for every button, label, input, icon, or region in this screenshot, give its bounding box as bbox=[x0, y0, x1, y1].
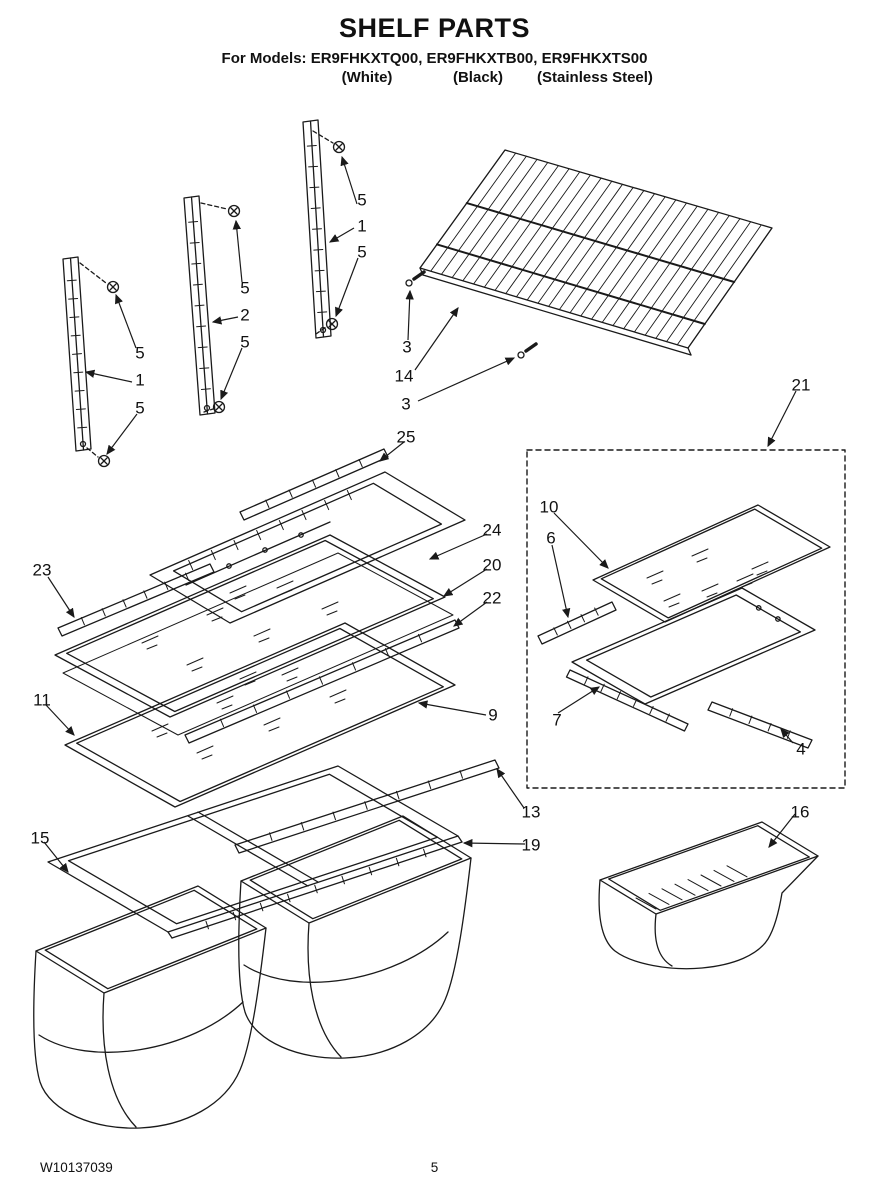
part-callout: 10 bbox=[539, 497, 559, 517]
part-callout: 5 bbox=[135, 343, 145, 363]
inset-box-21 bbox=[526, 449, 846, 789]
part-callout: 24 bbox=[482, 520, 502, 540]
part-callout: 19 bbox=[521, 835, 541, 855]
shelf-frame-inset bbox=[571, 587, 816, 705]
part-callout: 9 bbox=[488, 705, 498, 725]
pan-drawer-16 bbox=[598, 821, 819, 970]
part-callout: 3 bbox=[402, 337, 412, 357]
part-callout: 14 bbox=[394, 366, 414, 386]
callout-arrows bbox=[43, 155, 797, 873]
part-callout: 5 bbox=[135, 398, 145, 418]
part-callout: 23 bbox=[32, 560, 52, 580]
slide-rail-6 bbox=[537, 601, 617, 645]
part-callout: 1 bbox=[135, 370, 145, 390]
glass-shelf-upper bbox=[54, 534, 454, 736]
screw-axis-lines bbox=[79, 130, 334, 458]
part-callout: 5 bbox=[357, 190, 367, 210]
front-trim-4 bbox=[707, 701, 813, 749]
shelf-frame-25 bbox=[149, 471, 466, 624]
crisper-cover bbox=[47, 765, 463, 939]
part-callout: 2 bbox=[240, 305, 250, 325]
finish-label-white: (White) bbox=[341, 69, 393, 86]
part-callout: 5 bbox=[240, 332, 250, 352]
part-callout: 13 bbox=[521, 802, 541, 822]
document-number: W10137039 bbox=[40, 1160, 113, 1175]
shelf-support-stud-right bbox=[517, 342, 538, 359]
part-callout: 22 bbox=[482, 588, 502, 608]
part-callout: 21 bbox=[791, 375, 811, 395]
screw bbox=[332, 140, 346, 154]
part-callout: 5 bbox=[357, 242, 367, 262]
models-line: For Models: ER9FHKXTQ00, ER9FHKXTB00, ER… bbox=[221, 50, 648, 67]
crisper-drawer-right bbox=[238, 815, 472, 1059]
part-callout: 7 bbox=[552, 710, 562, 730]
part-callout: 15 bbox=[30, 828, 50, 848]
glass-shelf-lower bbox=[64, 622, 456, 808]
slide-rail-23 bbox=[57, 563, 215, 637]
part-callout: 6 bbox=[546, 528, 556, 548]
wire-shelf bbox=[419, 149, 773, 356]
part-callout: 16 bbox=[790, 802, 810, 822]
front-trim-22 bbox=[184, 619, 460, 744]
shelf-support-stud-left bbox=[405, 270, 426, 287]
part-callout: 3 bbox=[401, 394, 411, 414]
part-callout: 5 bbox=[240, 278, 250, 298]
finish-label-stainless: (Stainless Steel) bbox=[537, 69, 653, 86]
finish-label-black: (Black) bbox=[452, 69, 504, 86]
page-title: SHELF PARTS bbox=[338, 13, 530, 43]
part-callout: 1 bbox=[357, 216, 367, 236]
part-callout: 25 bbox=[396, 427, 416, 447]
part-callout: 4 bbox=[796, 739, 806, 759]
part-callout: 11 bbox=[33, 690, 51, 710]
screw bbox=[212, 400, 226, 414]
screw bbox=[227, 204, 241, 218]
front-rail-13 bbox=[234, 759, 500, 854]
part-callout: 20 bbox=[482, 555, 502, 575]
screw bbox=[97, 454, 111, 468]
screw bbox=[106, 280, 120, 294]
screw bbox=[325, 317, 339, 331]
glass-shelf-10 bbox=[592, 504, 831, 623]
crisper-drawer-left bbox=[33, 885, 267, 1129]
texture-lines bbox=[66, 145, 791, 930]
front-rail-7 bbox=[565, 669, 689, 732]
page-number: 5 bbox=[430, 1160, 439, 1175]
